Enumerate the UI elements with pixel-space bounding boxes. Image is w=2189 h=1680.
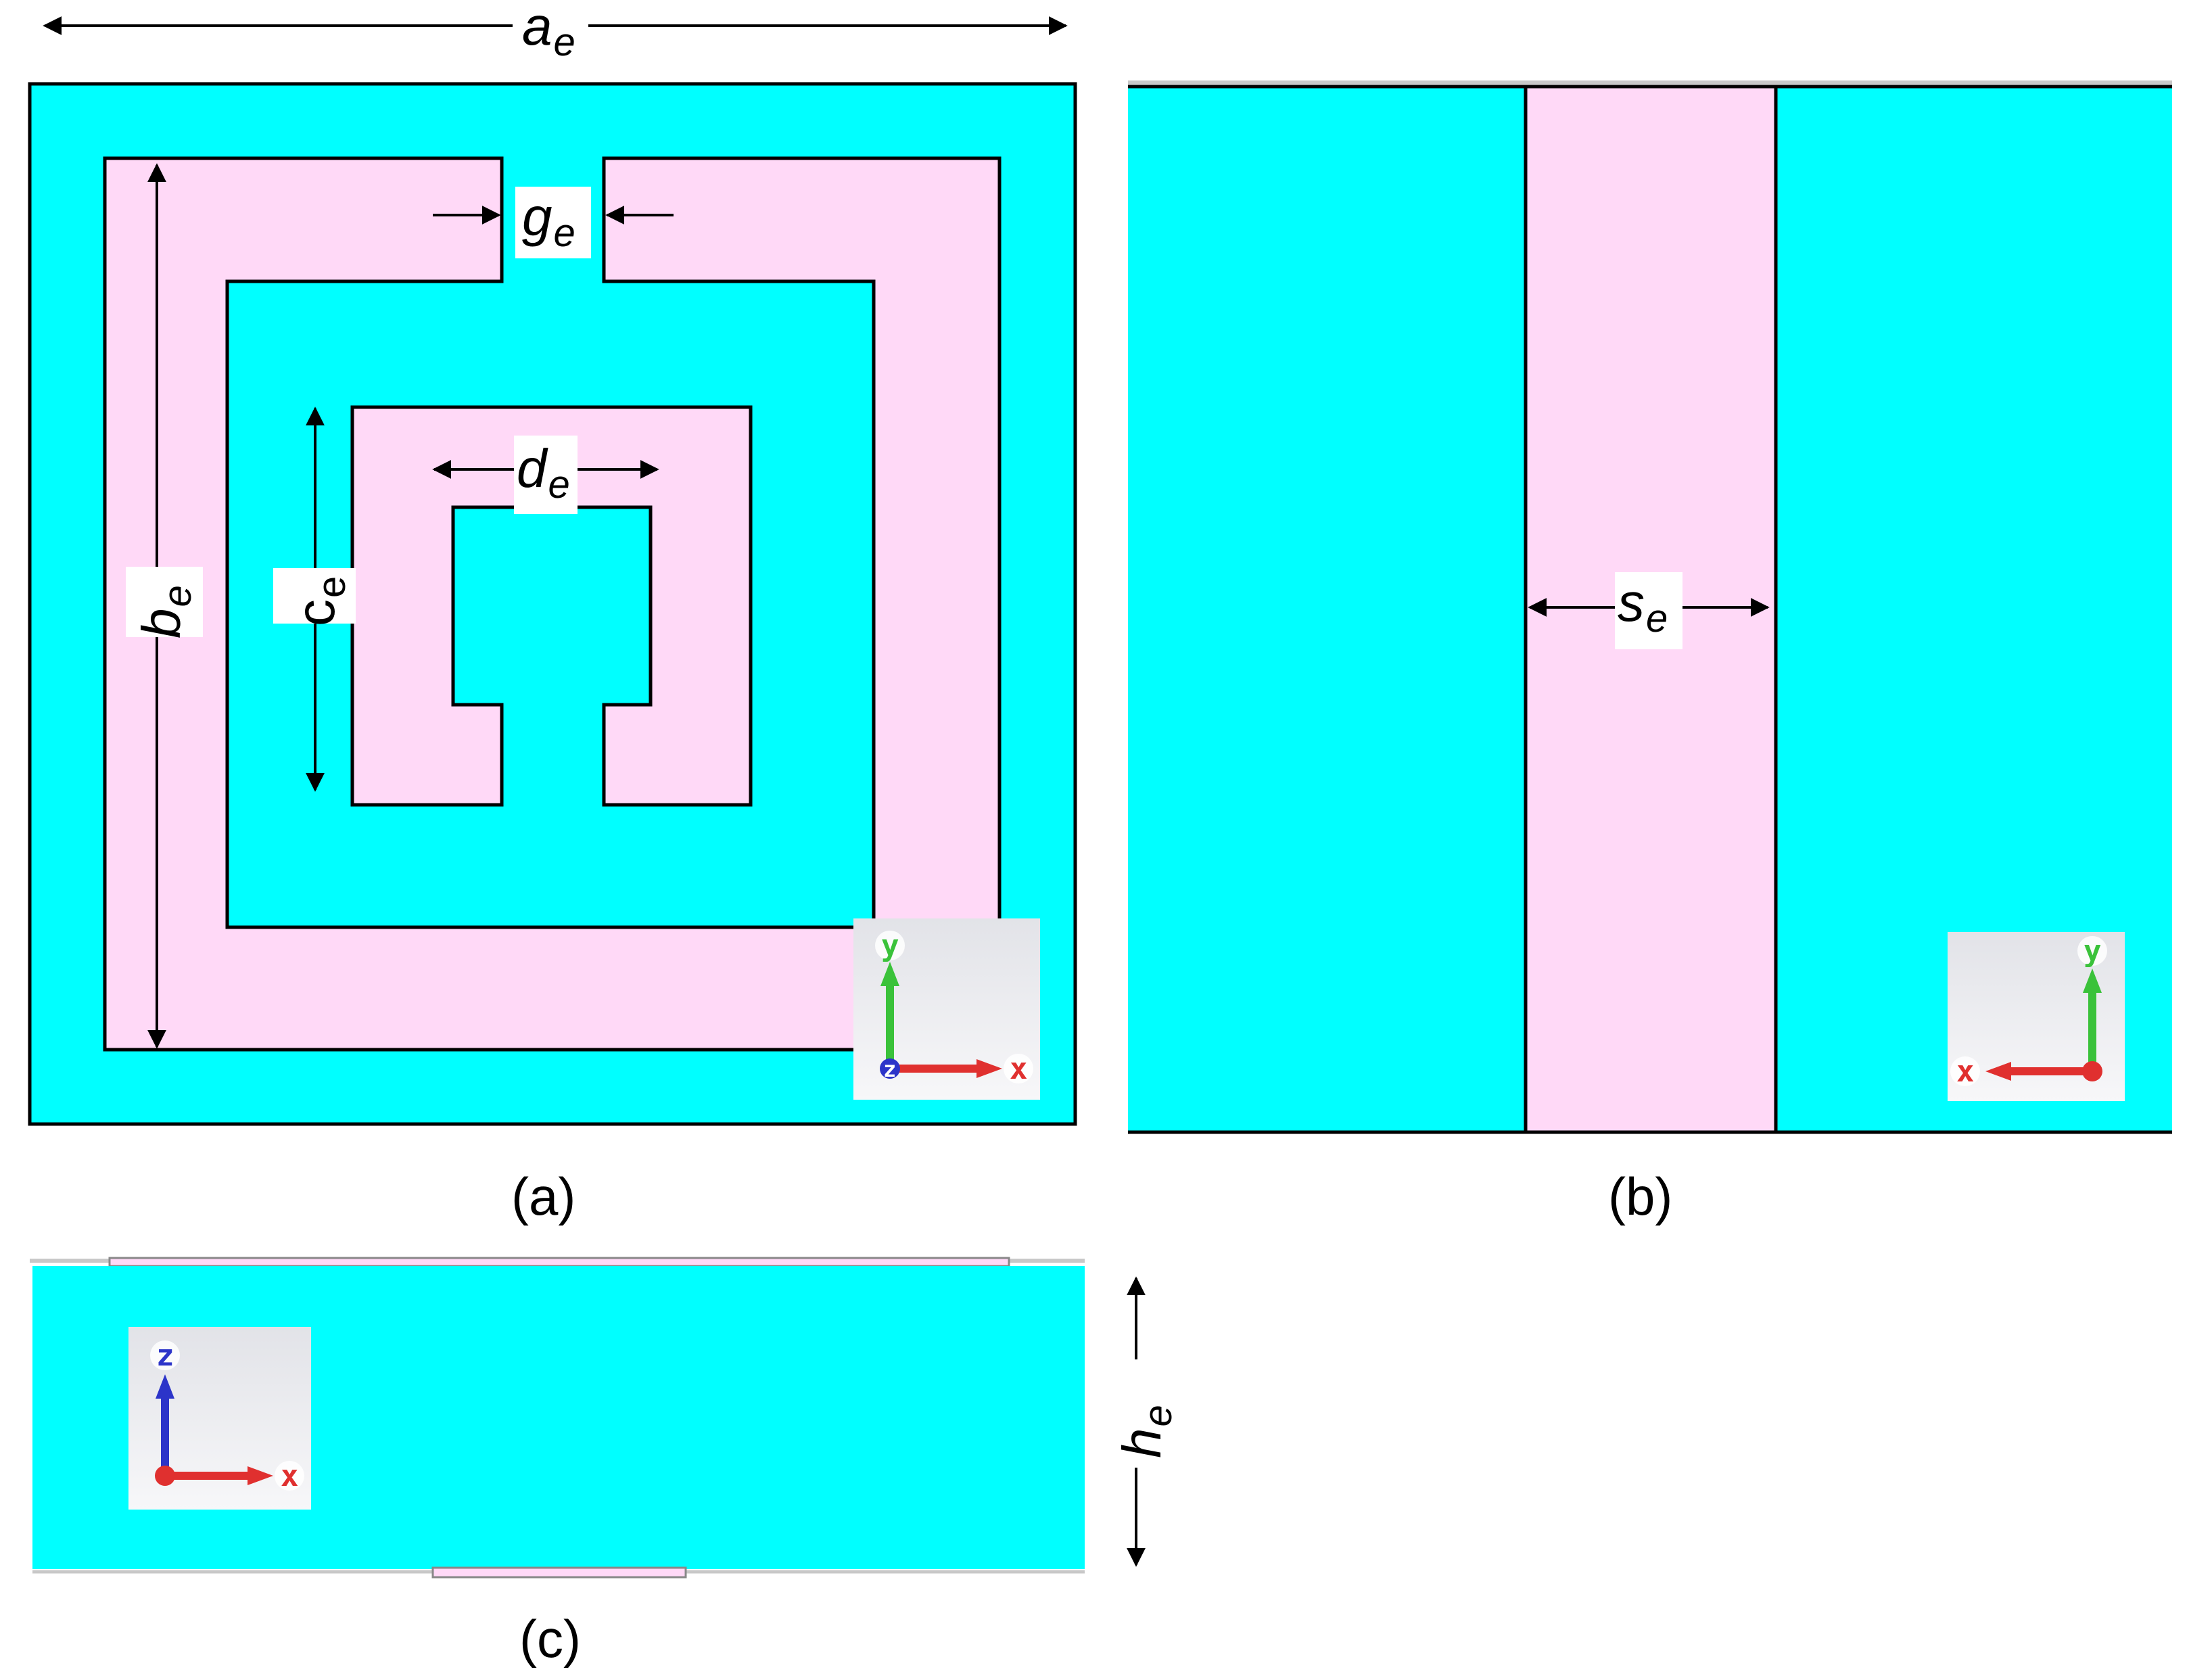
axis-x-label-c: x xyxy=(281,1459,299,1493)
caption-b: (b) xyxy=(1608,1167,1672,1226)
axis-x-label-b: x xyxy=(1956,1054,1975,1089)
panel-c-side-view: he z x (c) xyxy=(30,1257,1180,1669)
bottom-metal-layer xyxy=(431,1566,687,1579)
panel-a-top-view: ae be ce de ge y x z xyxy=(28,0,1077,1226)
caption-c: (c) xyxy=(519,1609,581,1669)
dim-d-label: de xyxy=(517,438,570,507)
axis-z-label-a: z xyxy=(883,1056,896,1082)
axis-y-label-b: y xyxy=(2084,934,2102,969)
dim-g-label: ge xyxy=(522,187,575,255)
axis-triad-a: y x z xyxy=(853,918,1040,1100)
axis-triad-c: z x xyxy=(128,1327,311,1510)
dim-a-label: ae xyxy=(522,0,575,64)
axis-triad-b: y x xyxy=(1948,932,2125,1101)
dim-b-label: be xyxy=(131,585,199,638)
dim-h-label: he xyxy=(1112,1405,1180,1458)
axis-y-label-a: y xyxy=(881,929,899,963)
dim-c-label: ce xyxy=(285,576,354,626)
panel-b-bottom-view: se y x (b) xyxy=(1128,80,2172,1226)
top-metal-layer xyxy=(108,1257,1010,1267)
axis-x-label-a: x xyxy=(1010,1052,1028,1086)
inner-ring xyxy=(350,405,753,807)
caption-a: (a) xyxy=(511,1167,575,1226)
axis-z-label-c: z xyxy=(156,1338,174,1373)
dim-s-label: se xyxy=(1618,572,1668,640)
